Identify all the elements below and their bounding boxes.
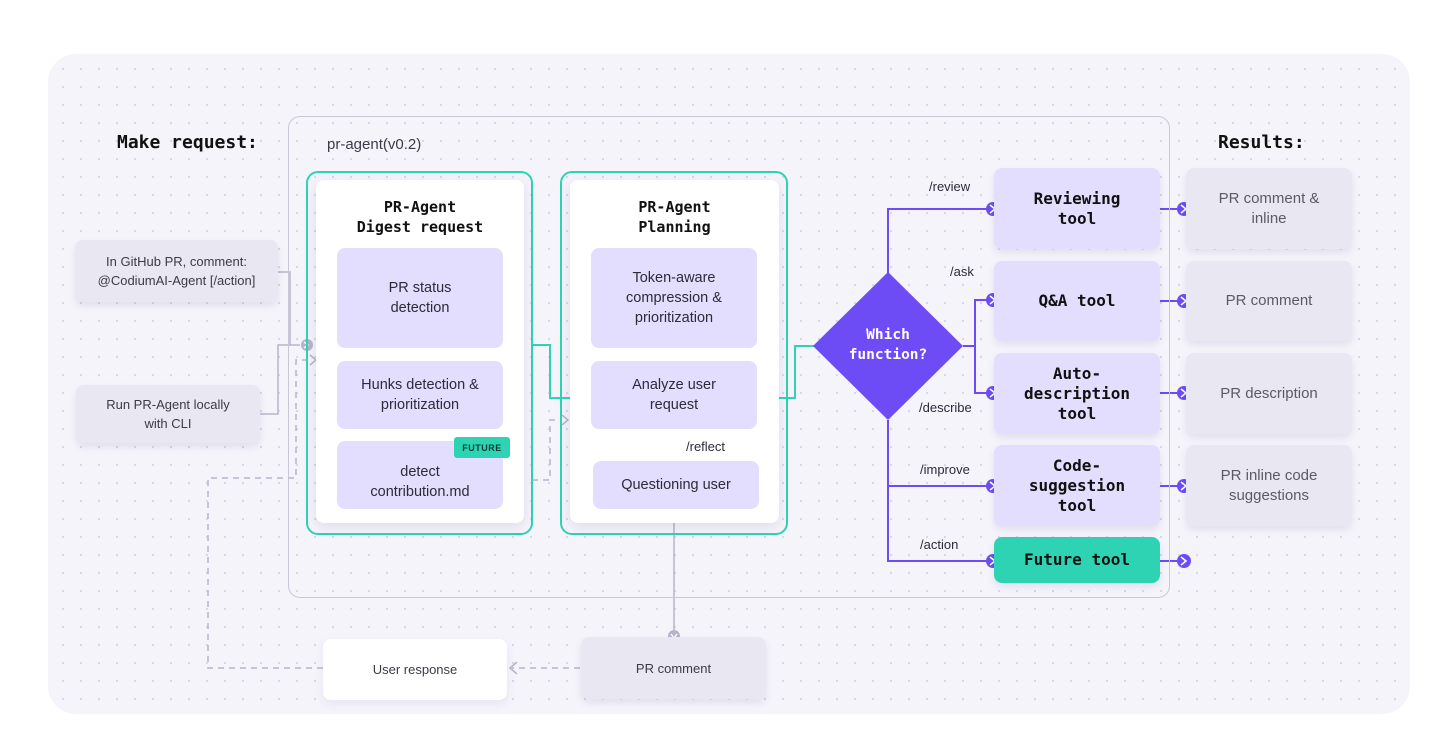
digest-group [306, 171, 533, 535]
result-describe: PR description [1186, 353, 1352, 434]
questioning-step: Questioning user [593, 461, 759, 509]
compression-step: Token-aware compression & prioritization [591, 248, 757, 348]
command-action: /action [920, 537, 959, 552]
planning-title: PR-Agent Planning [638, 198, 711, 236]
container-label: pr-agent(v0.2) [327, 136, 422, 153]
command-improve: /improve [920, 462, 970, 477]
future-tool: Future tool [994, 537, 1160, 583]
results-heading: Results: [1218, 132, 1305, 153]
branch-describe [963, 345, 988, 394]
reflect-label: /reflect [686, 439, 726, 454]
command-describe: /describe [919, 400, 972, 415]
pr-status-step: PR status detection [337, 248, 503, 348]
branch-review [887, 208, 988, 280]
decision-diamond [813, 272, 963, 420]
input-line-cli [260, 344, 300, 415]
future-badge: FUTURE [454, 437, 510, 458]
code-suggestion-tool: Code-suggestion tool [994, 445, 1160, 526]
github-comment-card: In GitHub PR, comment: @CodiumAI-Agent [… [75, 240, 278, 302]
pr-comment-card: PR comment [581, 637, 766, 699]
pr-agent-container [288, 116, 1170, 598]
digest-title: PR-Agent Digest request [356, 198, 484, 236]
analyze-step: Analyze user request [591, 361, 757, 429]
planning-group [560, 171, 788, 535]
qa-tool: Q&A tool [994, 261, 1160, 341]
result-review: PR comment & inline [1186, 168, 1352, 249]
make-request-heading: Make request: [117, 132, 258, 153]
reviewing-tool: Reviewing tool [994, 168, 1160, 249]
auto-description-tool: Auto-description tool [994, 353, 1160, 434]
input-line-github [278, 271, 291, 345]
decision-label: Which function? [848, 327, 928, 363]
contribution-line [532, 419, 562, 481]
branch-action [887, 420, 988, 562]
result-improve: PR inline code suggestions [1186, 445, 1352, 526]
command-review: /review [929, 179, 971, 194]
result-ask: PR comment [1186, 261, 1352, 341]
hunks-step: Hunks detection & prioritization [337, 361, 503, 429]
user-response-card: User response [323, 639, 507, 700]
cli-card: Run PR-Agent locally with CLI [76, 385, 260, 443]
command-ask: /ask [950, 264, 974, 279]
digest-to-planning-line [532, 344, 576, 399]
